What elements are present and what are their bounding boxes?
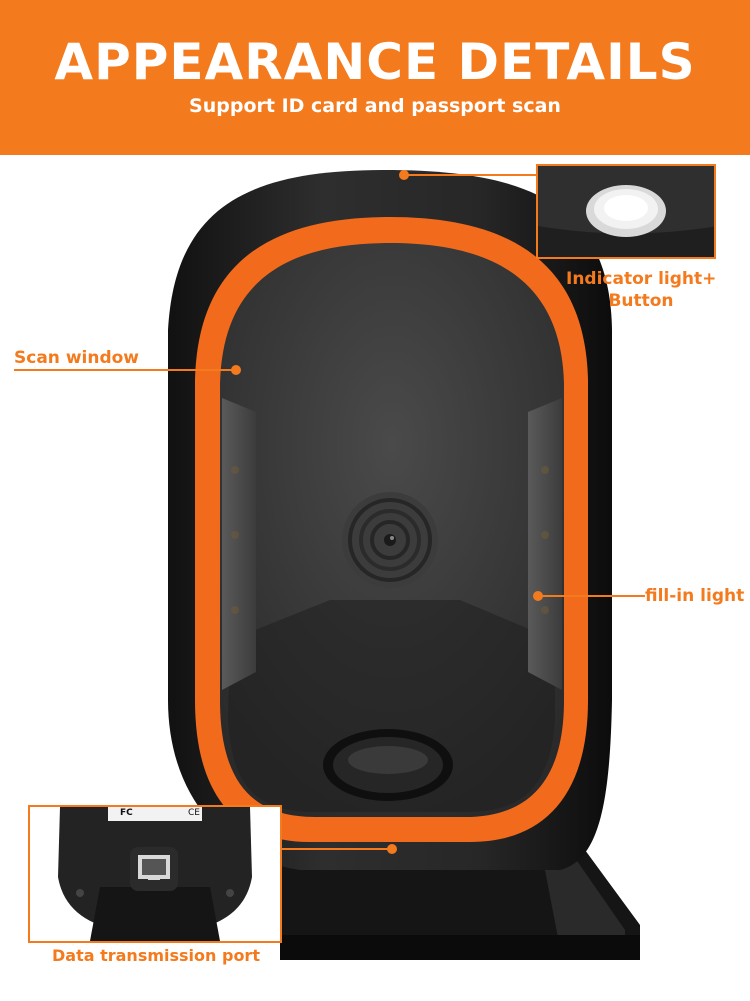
- scan-window-label: Scan window: [14, 348, 140, 368]
- indicator-label-line2: Button: [608, 291, 674, 311]
- data-port-photo: [30, 807, 280, 941]
- fill-in-light-label: fill-in light: [645, 586, 745, 606]
- header-banner: APPEARANCE DETAILS Support ID card and p…: [0, 0, 750, 155]
- indicator-detail-inset: [536, 164, 716, 259]
- fill-light-left: [222, 398, 256, 690]
- fill-light-right: [528, 398, 562, 690]
- data-port-label: Data transmission port: [52, 946, 260, 965]
- scanner-base: [280, 845, 640, 960]
- camera-lens-icon: [342, 492, 438, 588]
- indicator-label-line1: Indicator light+: [566, 269, 717, 289]
- page-title: APPEARANCE DETAILS: [54, 33, 696, 91]
- scanner-illustration: [14, 170, 645, 960]
- data-port-detail-inset: FC CE: [28, 805, 282, 943]
- ce-mark: CE: [188, 808, 200, 818]
- indicator-label: Indicator light+ Button: [566, 268, 717, 312]
- callout-leaders: [14, 170, 645, 854]
- page-subtitle: Support ID card and passport scan: [189, 95, 561, 117]
- indicator-button-icon: [538, 166, 714, 257]
- bottom-sensor-window: [323, 729, 453, 801]
- fc-mark: FC: [120, 808, 133, 818]
- ethernet-port-icon: [138, 855, 170, 880]
- product-stage: Indicator light+ Button Scan window fill…: [0, 155, 750, 1001]
